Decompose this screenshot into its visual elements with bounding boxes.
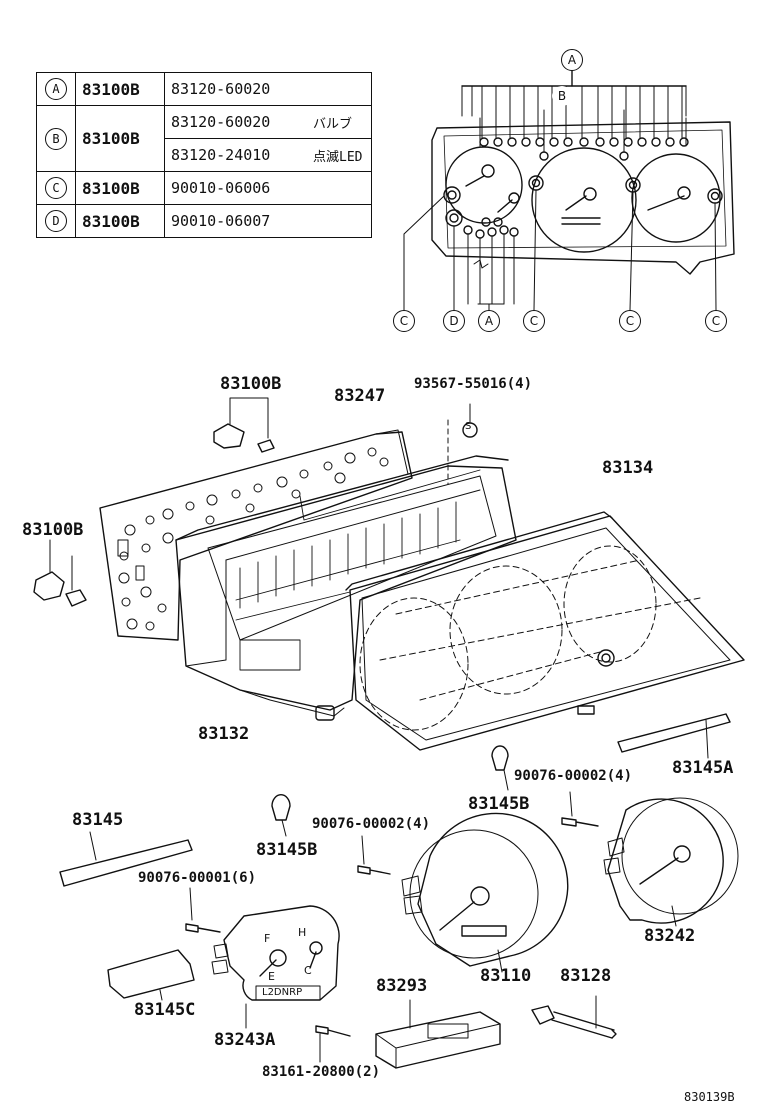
callout-a-bottom: A (478, 310, 500, 332)
label-83132: 83132 (198, 724, 250, 744)
sub-part-number: 90010-06007 (164, 204, 372, 238)
label-90076-00002-left: 90076-00002(4) (312, 816, 431, 832)
cluster-rear-view (403, 69, 735, 313)
printed-circuit-plate (99, 429, 413, 641)
tachometer-gauge (603, 797, 739, 927)
label-90076-00001: 90076-00001(6) (138, 870, 257, 886)
bulb-socket-top (213, 397, 275, 453)
indicator-plate-c (107, 949, 195, 999)
gauge-letter-e: E (268, 970, 275, 983)
screw-90076-00002-right (561, 791, 599, 827)
sensor-rod (531, 995, 617, 1039)
screw-90076-00001 (185, 887, 221, 933)
label-83145b-right: 83145B (468, 794, 530, 814)
screw-90076-00002-left (357, 835, 391, 875)
label-83145: 83145 (72, 810, 124, 830)
screw-83161 (315, 1025, 351, 1063)
label-83243a: 83243A (214, 1030, 276, 1050)
callout-d: D (443, 310, 465, 332)
label-90076-00002-right: 90076-00002(4) (514, 768, 633, 784)
gauge-letter-c: C (304, 964, 312, 977)
label-83100b-left: 83100B (22, 520, 84, 540)
indicator-strip (59, 839, 193, 887)
cluster-lens (345, 511, 745, 751)
part-note: 点滅LED (307, 138, 372, 172)
label-83293: 83293 (376, 976, 428, 996)
table-row-c: C 83100B 90010-06006 (36, 171, 372, 205)
sub-part-number: 90010-06006 (164, 171, 372, 205)
sub-part-number: 83120-24010 (164, 138, 307, 172)
odometer-unit (375, 999, 501, 1069)
speedometer-gauge (401, 812, 569, 973)
bulb-row-top (479, 137, 689, 161)
diagram-code: 830139B (684, 1090, 735, 1104)
label-83247: 83247 (334, 386, 386, 406)
callout-c-left: C (393, 310, 415, 332)
bulb-socket-left (33, 539, 87, 607)
key-bubble-d: D (45, 210, 67, 232)
callout-a-top: A (561, 49, 583, 71)
part-number: 83100B (75, 204, 165, 238)
part-number: 83100B (75, 72, 165, 106)
label-83134: 83134 (602, 458, 654, 478)
clip-b-right (491, 745, 509, 771)
clip-b-left (271, 794, 291, 821)
screw-s-symbol (462, 422, 478, 438)
label-93567-55016: 93567-55016(4) (414, 376, 533, 392)
label-83100b-top: 83100B (220, 374, 282, 394)
fuel-temp-gauge (211, 905, 340, 1029)
part-note: バルブ (307, 105, 372, 139)
table-row-d: D 83100B 90010-06007 (36, 204, 372, 238)
callout-c-center: C (523, 310, 545, 332)
label-83128: 83128 (560, 966, 612, 986)
key-bubble-a: A (45, 78, 67, 100)
key-bubble-b: B (45, 127, 67, 150)
gauge-letter-f: F (264, 932, 271, 945)
cluster-housing (175, 455, 517, 721)
callout-c-right: C (619, 310, 641, 332)
reference-table: A 83100B 83120-60020 B 83100B 83120-6002… (36, 72, 372, 238)
label-83242: 83242 (644, 926, 696, 946)
part-number: 83100B (75, 105, 165, 172)
gear-indicator-text: L2DNRP (262, 987, 303, 998)
label-83145b-left: 83145B (256, 840, 318, 860)
callout-b-inner: B (552, 86, 572, 106)
gauge-letter-h: H (298, 926, 307, 939)
key-bubble-c: C (45, 177, 67, 199)
callout-c-far-right: C (705, 310, 727, 332)
screw-s-letter: S (465, 421, 472, 432)
label-83145c: 83145C (134, 1000, 196, 1020)
table-row-b2: 83120-24010 点滅LED (37, 138, 372, 172)
indicator-strip-a (617, 713, 731, 753)
label-83145a: 83145A (672, 758, 734, 778)
label-83110: 83110 (480, 966, 532, 986)
label-83161-20800: 83161-20800(2) (262, 1064, 381, 1080)
